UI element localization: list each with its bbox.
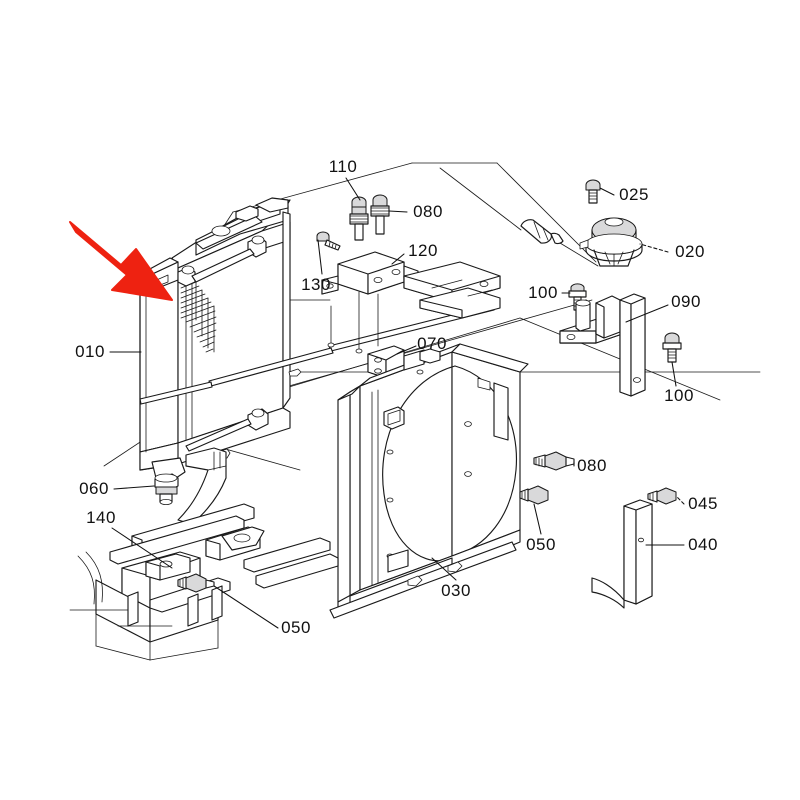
callout-130[interactable]: 130 — [301, 275, 331, 294]
callout-100-lower[interactable]: 100 — [664, 386, 694, 405]
callout-020[interactable]: 020 — [675, 242, 705, 261]
red-pointer-arrow — [69, 221, 173, 301]
callout-010[interactable]: 010 — [75, 342, 105, 361]
part-040-air-deflector — [591, 499, 653, 609]
callout-080-lower[interactable]: 080 — [577, 456, 607, 475]
part-080-hose-nipple-upper — [370, 194, 390, 235]
callout-050-right[interactable]: 050 — [526, 535, 556, 554]
part-100-flange-bolt-lower — [662, 332, 682, 363]
callout-110[interactable]: 110 — [328, 157, 358, 176]
callout-025[interactable]: 025 — [619, 185, 649, 204]
part-090-stay-bracket — [559, 293, 646, 397]
part-020-reserve-tank — [579, 217, 643, 267]
callout-080-upper[interactable]: 080 — [413, 202, 443, 221]
part-045-bolt — [647, 487, 677, 505]
part-025-cap-bolt — [585, 179, 601, 204]
overflow-hose — [439, 167, 599, 267]
callout-060[interactable]: 060 — [79, 479, 109, 498]
part-050-bolt-washer-left — [177, 573, 215, 593]
part-080-hose-nipple-lower — [533, 451, 575, 471]
part-140-frame-rail — [69, 447, 339, 661]
part-010-radiator — [139, 197, 291, 479]
part-110-drain-plug — [349, 196, 369, 241]
callout-030[interactable]: 030 — [441, 581, 471, 600]
part-030-fan-shroud — [329, 343, 529, 619]
part-060-rubber-mount — [154, 473, 179, 505]
callout-040[interactable]: 040 — [688, 535, 718, 554]
callout-045[interactable]: 045 — [688, 494, 718, 513]
callout-140[interactable]: 140 — [86, 508, 116, 527]
callout-100-upper[interactable]: 100 — [528, 283, 558, 302]
leader-lines — [109, 177, 685, 629]
callout-120[interactable]: 120 — [408, 241, 438, 260]
frame-rail-upper-right — [403, 261, 501, 319]
callout-050-left[interactable]: 050 — [281, 618, 311, 637]
part-050-bolt-washer-right — [519, 485, 549, 505]
part-130-bolt — [316, 231, 341, 251]
callout-090[interactable]: 090 — [671, 292, 701, 311]
callout-070[interactable]: 070 — [417, 334, 447, 353]
